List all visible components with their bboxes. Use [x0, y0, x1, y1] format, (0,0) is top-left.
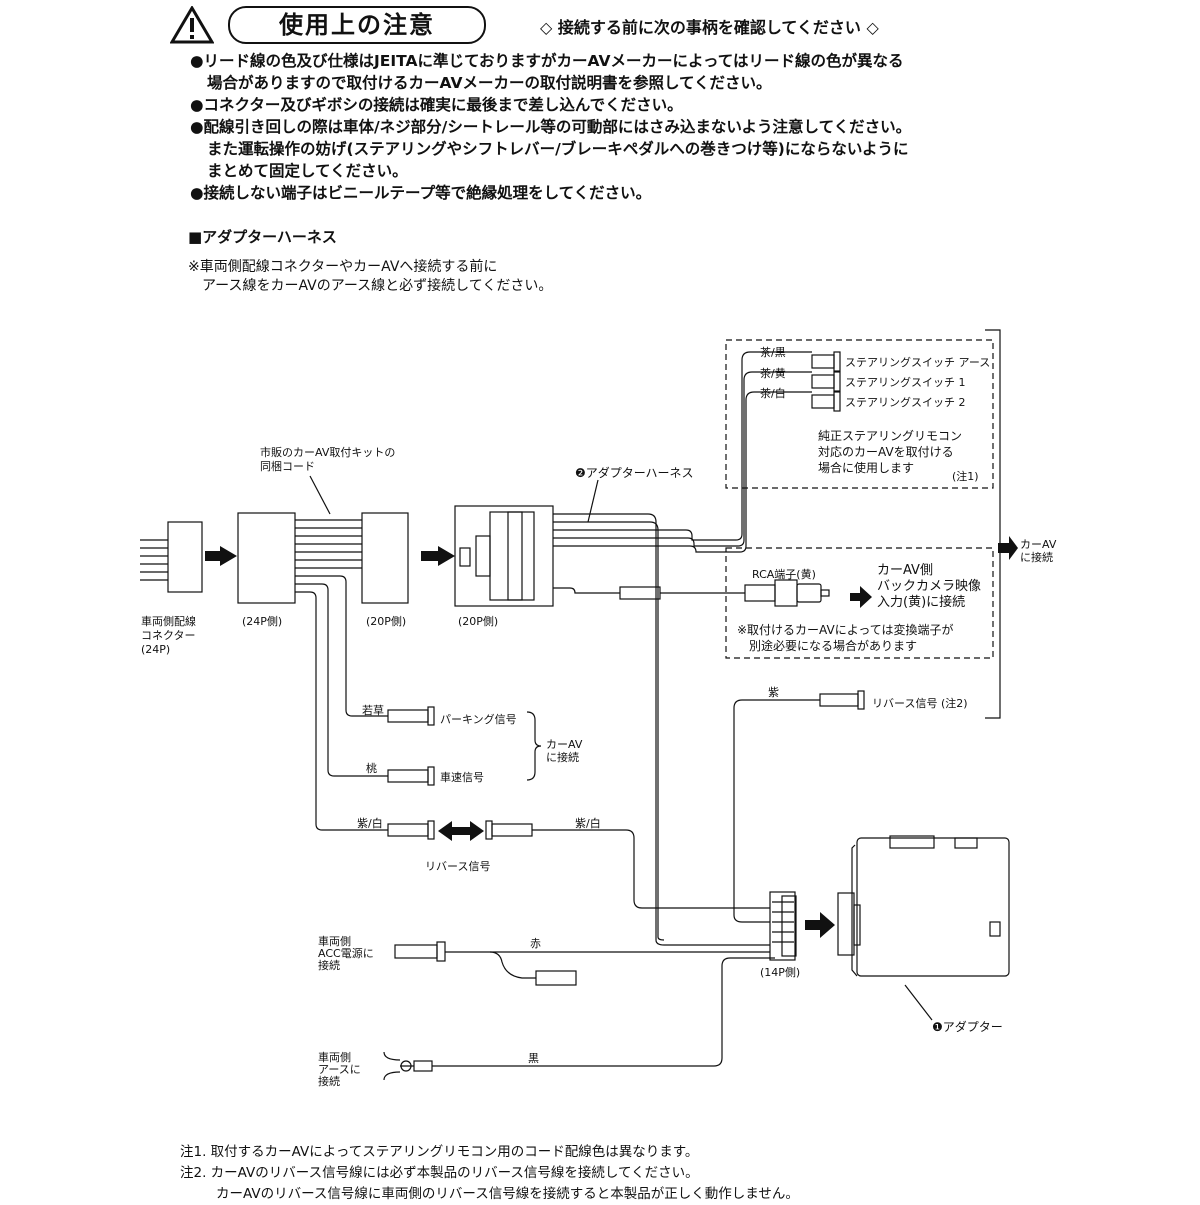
wire-color-label: 茶/白	[760, 387, 786, 400]
wire-color-label: 茶/黄	[760, 367, 786, 380]
side-20p-kit-label: (20P側)	[366, 615, 407, 628]
car-av-connect-label: カーAV に接続	[1020, 538, 1057, 564]
speed-signal-label: 車速信号	[440, 771, 484, 784]
side-24p-label: (24P側)	[242, 615, 283, 628]
side-14p-label: (14P側)	[760, 966, 801, 979]
wire-color-label: 紫	[768, 686, 779, 699]
acc-label: 車両側 ACC電源に 接続	[318, 935, 374, 972]
wire-color-label: 桃	[366, 762, 377, 775]
steering-note-ref: (注1)	[952, 470, 979, 483]
page-title: 使用上の注意	[228, 6, 486, 44]
parking-signal-label: パーキング信号	[440, 713, 517, 726]
ground-warning: ※車両側配線コネクターやカーAVへ接続する前に アース線をカーAVのアース線と必…	[188, 259, 553, 294]
wire-color-label: 茶/黒	[760, 346, 786, 359]
note-item: ●コネクター及びギボシの接続は確実に最後まで差し込んでください。	[190, 96, 683, 114]
wire-color-label: 紫/白	[357, 817, 383, 830]
side-20p-harness-label: (20P側)	[458, 615, 499, 628]
rca-note: ※取付けるカーAVによっては変換端子が 別途必要になる場合があります	[737, 623, 954, 653]
footnote: 注1. 取付するカーAVによってステアリングリモコン用のコード配線色は異なります…	[180, 1144, 699, 1160]
steering-note: 純正ステアリングリモコン 対応のカーAVを取付ける 場合に使用します	[818, 429, 963, 475]
adapter-harness-label: ❷アダプターハーネス	[575, 466, 694, 480]
caution-notes: ●リード線の色及び仕様はJEITAに準じておりますがカーAVメーカーによってはリ…	[190, 50, 911, 204]
reverse-pair-label: リバース信号	[425, 860, 491, 873]
wire-color-label: 紫/白	[575, 817, 601, 830]
steering-switch2-label: ステアリングスイッチ 2	[845, 396, 966, 409]
steering-switch1-label: ステアリングスイッチ 1	[845, 376, 966, 389]
section-title: ■アダプターハーネス	[188, 228, 337, 246]
page-subtitle: ◇ 接続する前に次の事柄を確認してください ◇	[540, 18, 879, 37]
rca-destination: カーAV側 バックカメラ映像 入力(黄)に接続	[877, 563, 982, 610]
warning-icon	[170, 6, 214, 44]
footnote: 注2. カーAVのリバース信号線には必ず本製品のリバース信号線を接続してください…	[180, 1165, 699, 1181]
adapter-label: ❶アダプター	[932, 1020, 1003, 1034]
reverse-signal-label: リバース信号 (注2)	[872, 697, 968, 710]
note-item: ●リード線の色及び仕様はJEITAに準じておりますがカーAVメーカーによってはリ…	[190, 52, 904, 92]
footnotes: 注1. 取付するカーAVによってステアリングリモコン用のコード配線色は異なります…	[180, 1142, 799, 1205]
ground-label: 車両側 アースに 接続	[318, 1051, 361, 1088]
footnote: カーAVのリバース信号線に車両側のリバース信号線を接続すると本製品が正しく動作し…	[216, 1186, 799, 1202]
car-av-connect-label-2: カーAV に接続	[546, 738, 583, 764]
note-item: ●配線引き回しの際は車体/ネジ部分/シートレール等の可動部にはさみ込まないよう注…	[190, 118, 912, 180]
note-item: ●接続しない端子はビニールテープ等で絶縁処理をしてください。	[190, 184, 652, 202]
wire-color-label: 若草	[362, 704, 384, 717]
vehicle-connector-label: 車両側配線 コネクター (24P)	[141, 615, 196, 656]
wire-color-label: 黒	[528, 1052, 539, 1065]
steering-ground-label: ステアリングスイッチ アース	[845, 356, 991, 369]
rca-label: RCA端子(黄)	[752, 568, 816, 581]
wire-color-label: 赤	[530, 937, 541, 950]
kit-cord-label: 市販のカーAV取付キットの 同梱コード	[260, 446, 396, 473]
